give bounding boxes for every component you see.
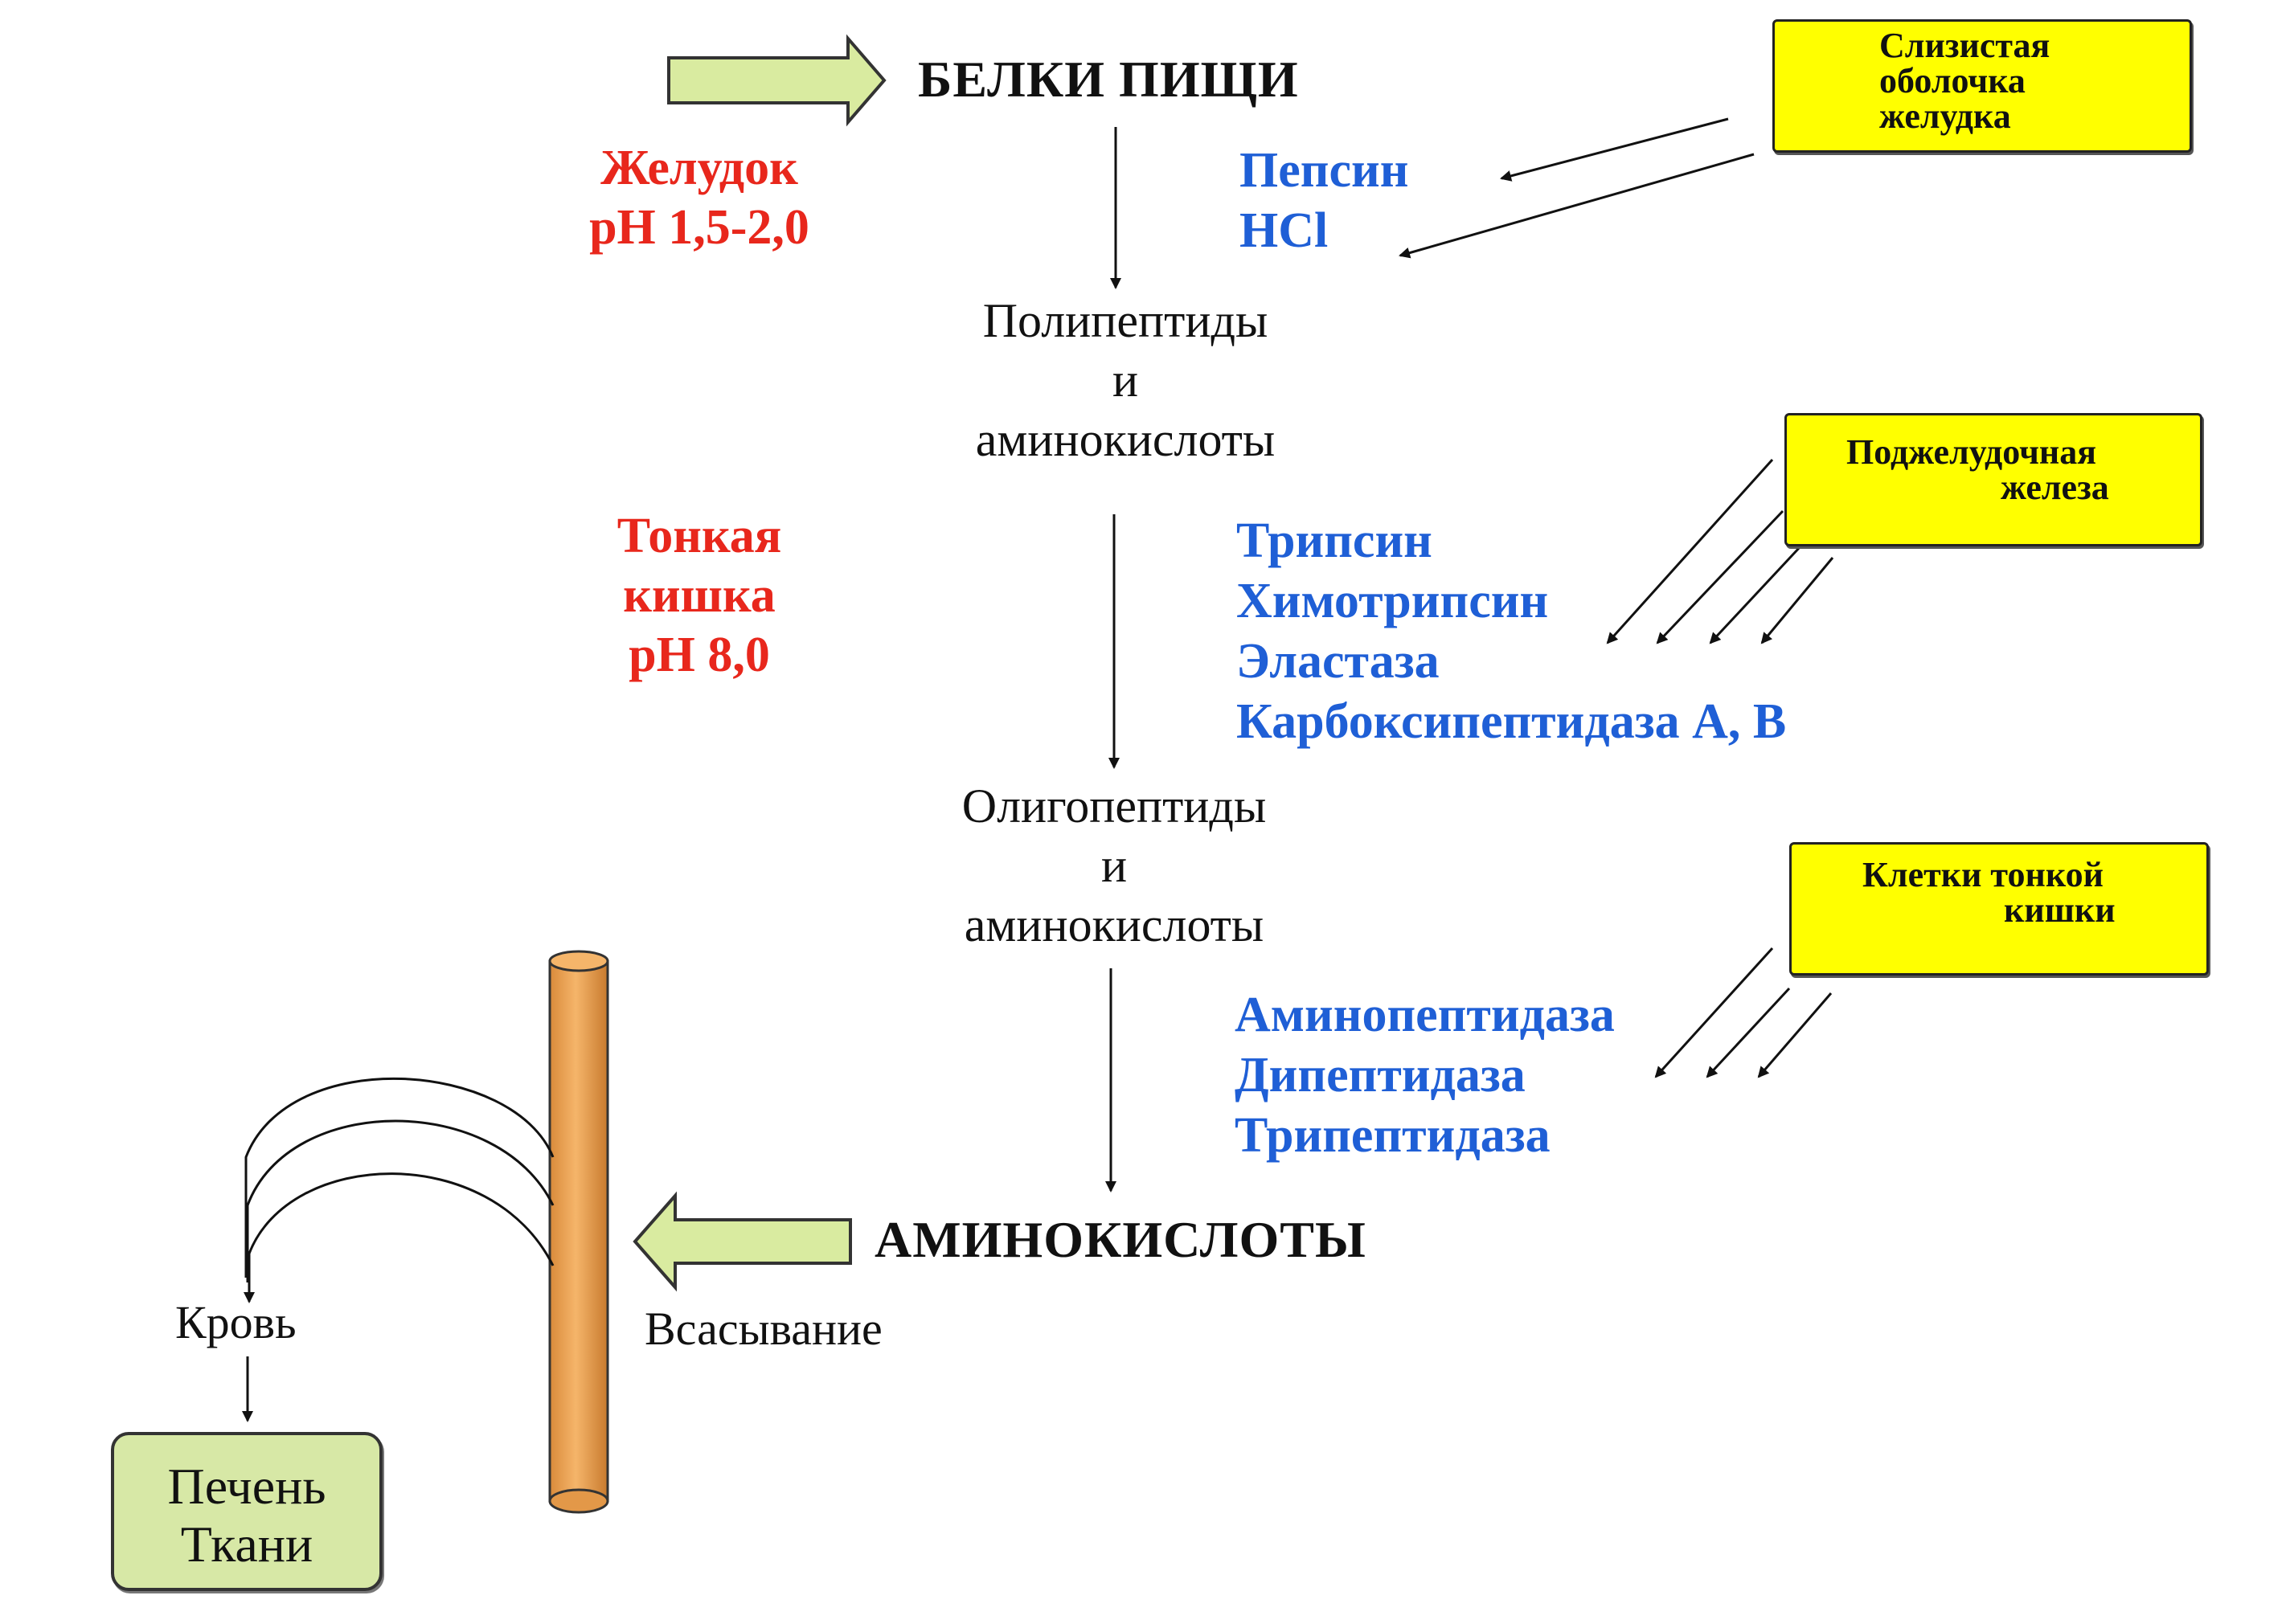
tissues-label: Ткани [180, 1516, 313, 1573]
stomach-enzymes: Пепсин HCl [1239, 141, 1408, 261]
gastric-mucosa-box: Слизистая оболочка желудка [1772, 19, 2192, 153]
mucosa-arrow-hcl [1399, 153, 1755, 259]
pancreas-line-2: железа [2001, 468, 2109, 507]
amino-acids-title: АМИНОКИСЛОТЫ [875, 1211, 1366, 1268]
oligopeptides-label: Олигопептиды и аминокислоты [913, 776, 1315, 955]
cells-arrows [1654, 947, 1833, 1078]
stomach-ph: рН 1,5-2,0 [589, 200, 809, 255]
dietary-proteins-title: БЕЛКИ ПИЩИ [918, 51, 1299, 108]
pancreas-arrows [1606, 458, 1834, 644]
enzyme-aminopeptidase: Аминопептидаза [1235, 988, 1615, 1042]
poly-line-2: и [1112, 354, 1139, 407]
absorption-label: Всасывание [645, 1303, 883, 1355]
absorption-block-arrow [633, 1191, 852, 1292]
mucosa-arrow-pepsin [1500, 117, 1729, 182]
intestinal-cells-box: Клетки тонкой кишки [1789, 842, 2209, 976]
cells-line-2: кишки [2004, 890, 2116, 930]
small-intestine-label: Тонкая кишка рН 8,0 [579, 506, 820, 685]
pancreas-line-1: Поджелудочная [1846, 432, 2097, 472]
intestine-ph: рН 8,0 [629, 628, 770, 682]
liver-tissues-box: Печень Ткани [111, 1432, 383, 1591]
mucosa-line-3: желудка [1879, 96, 2011, 136]
polypeptides-label: Полипептиды и аминокислоты [924, 291, 1326, 469]
mucosa-line-2: оболочка [1879, 61, 2026, 100]
intestine-line-1: Тонкая [617, 509, 782, 563]
oligo-line-2: и [1100, 839, 1128, 892]
enzyme-dipeptidase: Дипептидаза [1235, 1048, 1526, 1102]
stomach-name: Желудок [600, 141, 798, 195]
pancreas-box: Поджелудочная железа [1784, 413, 2202, 546]
liver-label: Печень [167, 1458, 326, 1515]
brush-border-enzymes: Аминопептидаза Дипептидаза Трипептидаза [1235, 985, 1615, 1166]
input-block-arrow [667, 34, 887, 127]
poly-line-3: аминокислоты [975, 413, 1276, 466]
enzyme-hcl: HCl [1239, 203, 1329, 258]
oligo-line-1: Олигопептиды [961, 779, 1267, 832]
cells-line-1: Клетки тонкой [1862, 855, 2104, 894]
enzyme-elastase: Эластаза [1236, 634, 1440, 689]
enzyme-pepsin: Пепсин [1239, 143, 1409, 198]
blood-label: Кровь [175, 1296, 297, 1348]
stomach-label: Желудок рН 1,5-2,0 [563, 138, 836, 257]
pancreatic-enzymes: Трипсин Химотрипсин Эластаза Карбоксипеп… [1236, 511, 1786, 752]
intestine-tube [548, 950, 609, 1514]
enzyme-tripeptidase: Трипептидаза [1235, 1108, 1551, 1163]
enzyme-trypsin: Трипсин [1236, 513, 1432, 568]
enzyme-carboxypeptidase: Карбоксипептидаза А, В [1236, 694, 1787, 749]
oligo-line-3: аминокислоты [964, 898, 1264, 951]
enzyme-chymotrypsin: Химотрипсин [1236, 574, 1549, 628]
mucosa-line-1: Слизистая [1879, 26, 2050, 65]
poly-line-1: Полипептиды [982, 294, 1268, 347]
intestine-line-2: кишка [623, 568, 776, 623]
blood-arcs [244, 1078, 555, 1303]
